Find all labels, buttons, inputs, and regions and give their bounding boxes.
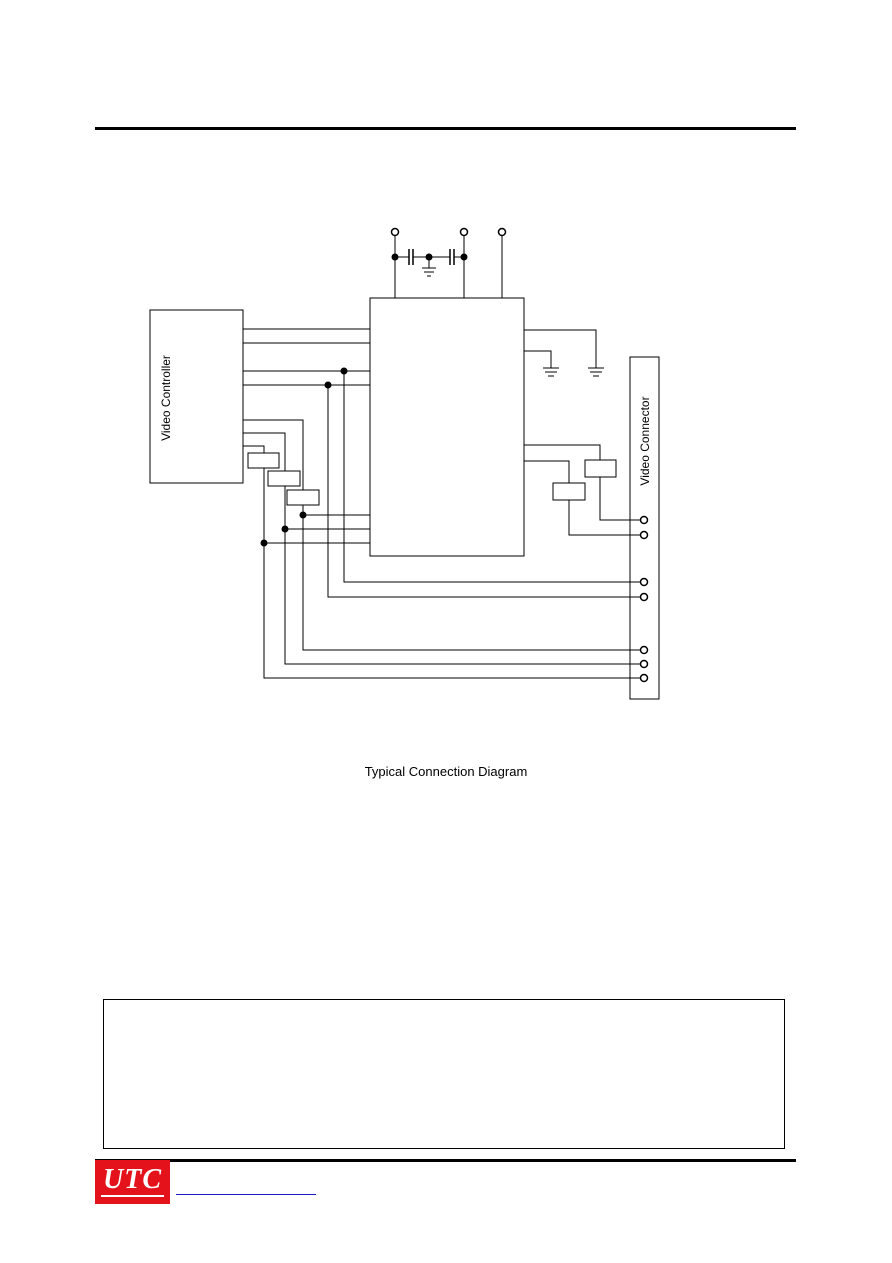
video-connector-label: Video Connector (638, 396, 652, 485)
sync-lines (327, 371, 640, 598)
video-connector-block (629, 356, 660, 700)
ground-connections (524, 329, 604, 377)
supply-terminal-3 (497, 227, 507, 237)
logo-text: UTC (103, 1164, 162, 1195)
junction-dot (324, 381, 332, 389)
utc-logo: UTC (95, 1160, 170, 1204)
header-rule (95, 127, 796, 130)
junction-dot (281, 525, 289, 533)
resistor (552, 482, 586, 501)
junction-dot (299, 511, 307, 519)
video-controller-label: Video Controller (159, 355, 173, 441)
logo-underline (101, 1195, 164, 1197)
footer-rule (95, 1159, 796, 1162)
footer-link[interactable] (176, 1193, 316, 1195)
decoupling-capacitors (395, 249, 464, 277)
junction-dot (460, 253, 468, 261)
connector-pin (639, 659, 649, 669)
junction-dot (425, 253, 433, 261)
connector-pin (639, 673, 649, 683)
junction-dot (260, 539, 268, 547)
resistor (247, 452, 280, 469)
junction-dot (340, 367, 348, 375)
connection-diagram: Video Controller Video Connector (149, 227, 660, 700)
diagram-caption: Typical Connection Diagram (364, 764, 528, 779)
connector-pin (639, 577, 649, 587)
connector-pin (639, 515, 649, 525)
supply-terminal-1 (390, 227, 400, 237)
connector-pin (639, 530, 649, 540)
resistor (286, 489, 320, 506)
ddc-lines (524, 444, 640, 536)
notice-box (103, 999, 785, 1149)
connector-pin (639, 592, 649, 602)
supply-terminal-2 (459, 227, 469, 237)
rgb-lines (243, 419, 640, 679)
connector-pin (639, 645, 649, 655)
junction-dot (391, 253, 399, 261)
ic-block (369, 297, 525, 557)
resistor (267, 470, 301, 487)
video-controller-block (149, 309, 244, 484)
controller-bus-lines (243, 328, 370, 386)
resistor (584, 459, 617, 478)
